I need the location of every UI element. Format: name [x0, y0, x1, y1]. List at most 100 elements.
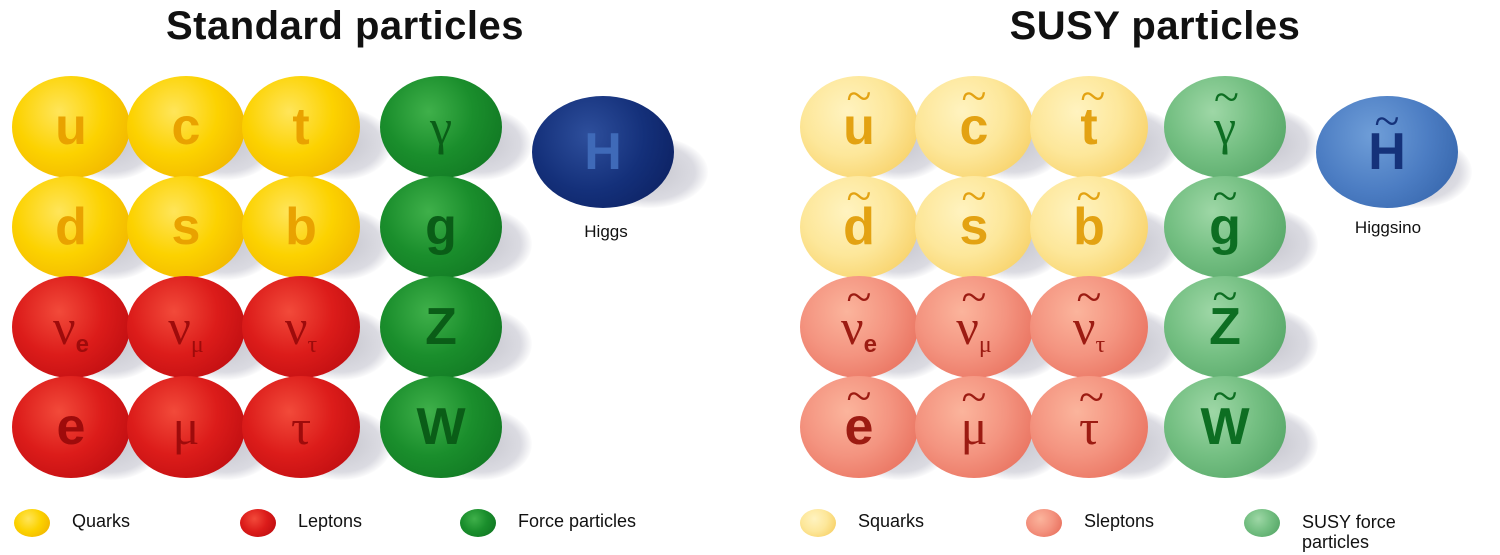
particle-charm-squark: ~c	[915, 70, 1033, 178]
particle-w-boson: W	[380, 376, 502, 478]
particle-symbol: ν	[1072, 299, 1096, 355]
tilde-mark: ~	[1212, 370, 1238, 421]
particle-symbol: t	[1080, 98, 1098, 156]
particle-top-quark: t	[242, 76, 360, 178]
particle-electron-sneutrino: ~νe	[800, 274, 918, 378]
particle-down-squark: ~d	[800, 170, 918, 278]
particle-subscript: e	[75, 331, 89, 358]
particle-symbol: e	[56, 398, 86, 456]
particle-bottom-quark: b	[242, 176, 360, 278]
legend-label: Leptons	[298, 511, 363, 531]
legend-swatch	[800, 509, 836, 537]
particle-symbol: μ	[172, 399, 200, 455]
legend-label: SUSY force particles	[1302, 512, 1396, 552]
particle-symbol: t	[292, 98, 310, 156]
tilde-mark: ~	[1078, 371, 1104, 422]
particle-higgsino: ~H	[1316, 96, 1458, 208]
susy-panel: SUSY particles ~u ~c ~t ~γ ~H Higgsino ~…	[750, 0, 1500, 555]
legend-swatch	[14, 509, 50, 537]
particle-symbol: s	[959, 198, 989, 256]
tilde-mark: ~	[1213, 71, 1239, 122]
particle-strange-squark: ~s	[915, 170, 1033, 278]
tilde-mark: ~	[1076, 271, 1102, 322]
particle-symbol: W	[1200, 398, 1250, 456]
particle-top-squark: ~t	[1030, 70, 1148, 178]
particle-z-boson: Z	[380, 276, 502, 378]
particle-symbol: γ	[1213, 99, 1237, 155]
particle-symbol: ν	[168, 299, 191, 355]
particle-symbol: Z	[425, 298, 457, 356]
particle-symbol: c	[959, 98, 989, 156]
particle-strange-quark: s	[127, 176, 245, 278]
particle-tau: τ	[242, 376, 360, 478]
particle-symbol: u	[55, 98, 87, 156]
particle-symbol: b	[285, 198, 317, 256]
particle-down-quark: d	[12, 176, 130, 278]
particle-electron: e	[12, 376, 130, 478]
particle-symbol: ν	[53, 299, 76, 355]
tilde-mark: ~	[846, 370, 872, 421]
particle-symbol: u	[843, 98, 875, 156]
tilde-mark: ~	[846, 170, 872, 221]
standard-panel: Standard particles u c t γ H Higgs d s b…	[12, 4, 708, 537]
particle-charm-quark: c	[127, 76, 245, 178]
particle-symbol: ν	[956, 299, 979, 355]
standard-title: Standard particles	[165, 4, 524, 48]
particle-muon-sneutrino: ~νμ	[915, 271, 1033, 378]
tilde-mark: ~	[1212, 170, 1238, 221]
particle-symbol: Z	[1209, 298, 1241, 356]
particle-symbol: τ	[1078, 399, 1100, 455]
particle-subscript: τ	[1095, 332, 1106, 358]
higgsino-label: Higgsino	[1354, 218, 1422, 237]
tilde-mark: ~	[1212, 270, 1238, 321]
particle-symbol: γ	[429, 99, 453, 155]
higgs-label: Higgs	[584, 222, 628, 241]
particle-gluino: ~g	[1164, 170, 1286, 278]
legend-swatch	[1244, 509, 1280, 537]
tilde-mark: ~	[1374, 95, 1400, 146]
tilde-mark: ~	[1076, 170, 1102, 221]
tilde-mark: ~	[961, 70, 987, 121]
particle-photon: γ	[380, 76, 502, 178]
particle-subscript: μ	[978, 332, 992, 358]
particle-symbol: g	[1209, 198, 1241, 256]
tilde-mark: ~	[961, 170, 987, 221]
particle-up-squark: ~u	[800, 70, 918, 178]
tilde-mark: ~	[961, 271, 987, 322]
particle-symbol: μ	[960, 399, 988, 455]
particle-muon: μ	[127, 376, 245, 478]
particle-symbol: d	[55, 198, 87, 256]
particle-bottom-squark: ~b	[1030, 170, 1148, 278]
particle-subscript: τ	[307, 332, 318, 358]
particle-symbol: H	[584, 123, 622, 181]
tilde-mark: ~	[961, 371, 987, 422]
particle-symbol: b	[1073, 198, 1105, 256]
particle-symbol: H	[1368, 123, 1406, 181]
particle-symbol: ν	[841, 299, 864, 355]
legend-label: Sleptons	[1084, 511, 1155, 531]
tilde-mark: ~	[846, 70, 872, 121]
particle-muon-neutrino: νμ	[127, 276, 245, 378]
particle-symbol: g	[425, 198, 457, 256]
particle-gluon: g	[380, 176, 502, 278]
particle-symbol: e	[844, 398, 874, 456]
particle-tau-sneutrino: ~ντ	[1030, 271, 1148, 378]
particle-photino: ~γ	[1164, 71, 1286, 178]
particle-electron-neutrino: νe	[12, 276, 130, 378]
particle-symbol: ν	[284, 299, 308, 355]
particle-symbol: c	[171, 98, 201, 156]
particle-symbol: W	[416, 398, 466, 456]
particle-symbol: d	[843, 198, 875, 256]
tilde-mark: ~	[1080, 70, 1106, 121]
particle-symbol: s	[171, 198, 201, 256]
particle-higgs: H	[532, 96, 674, 208]
particle-smuon: ~μ	[915, 371, 1033, 478]
legend-label: Quarks	[72, 511, 131, 531]
particle-tau-neutrino: ντ	[242, 276, 360, 378]
particle-subscript: e	[863, 331, 877, 358]
particle-wino: ~W	[1164, 370, 1286, 478]
particle-subscript: μ	[190, 332, 204, 358]
particle-stau: ~τ	[1030, 371, 1148, 478]
legend-swatch	[460, 509, 496, 537]
legend-label: Squarks	[858, 511, 925, 531]
